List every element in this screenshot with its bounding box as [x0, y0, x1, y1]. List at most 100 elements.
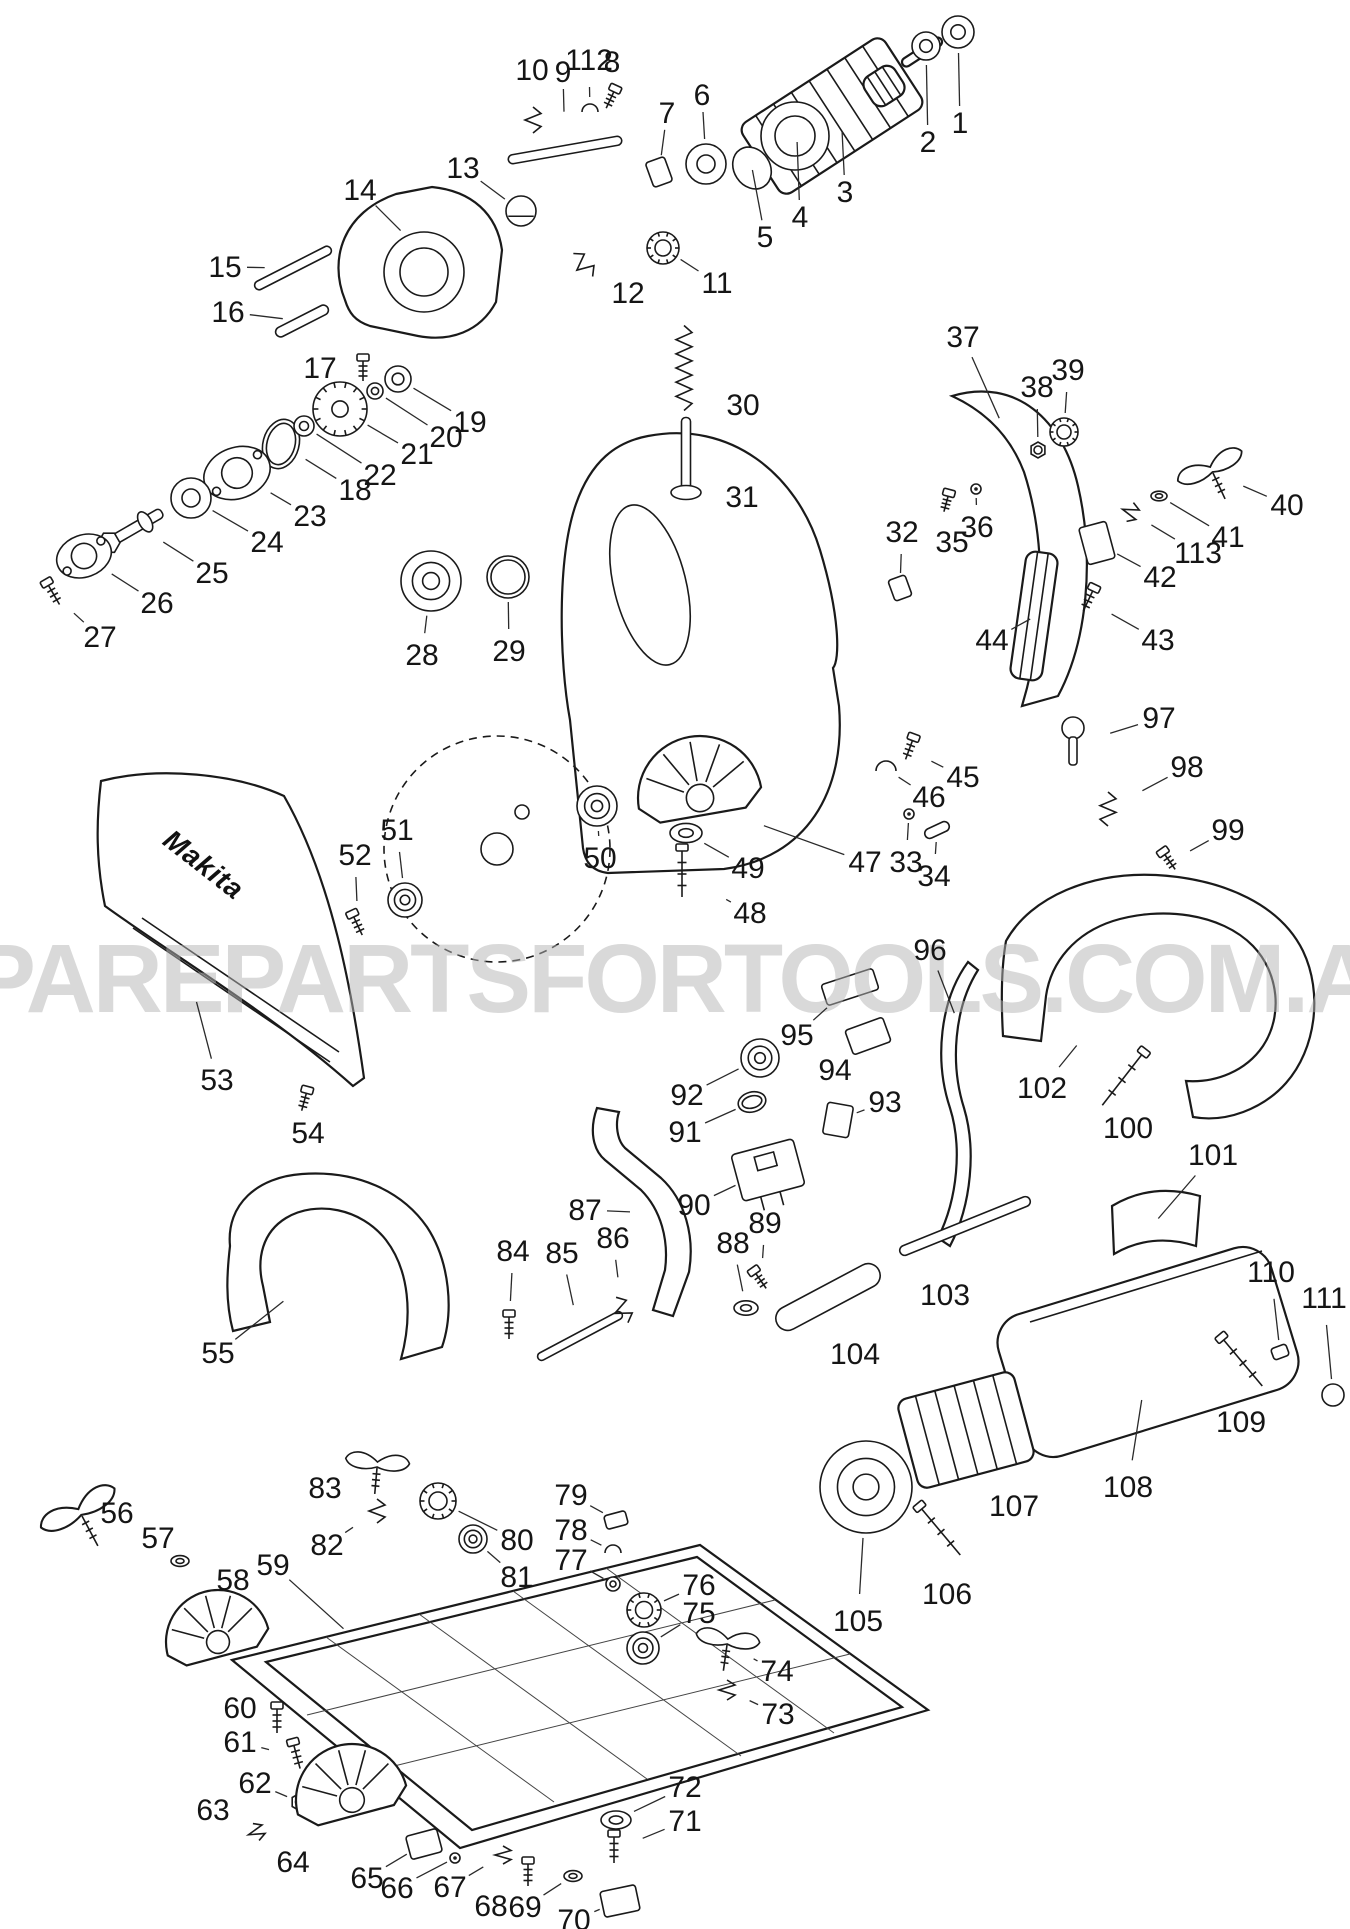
leader-line-69	[543, 1883, 562, 1896]
leader-line-78	[590, 1539, 602, 1546]
part-label-95: 95	[780, 1019, 813, 1052]
leader-line-44	[1010, 618, 1031, 630]
part-label-7: 7	[659, 97, 676, 130]
part-label-85: 85	[545, 1237, 578, 1270]
part-label-98: 98	[1170, 751, 1203, 784]
part-label-23: 23	[293, 500, 326, 533]
part-glyph-98-spring-icon	[1097, 791, 1119, 827]
part-glyph-106-screw-icon	[912, 1499, 961, 1556]
part-label-77: 77	[554, 1544, 587, 1577]
part-label-56: 56	[100, 1497, 133, 1530]
leader-line-85	[566, 1274, 574, 1306]
lock-off-bar-outline	[936, 960, 980, 1248]
part-glyph-68-screw-icon	[521, 1856, 535, 1886]
part-label-11: 11	[701, 267, 732, 300]
rear-handle-outline	[1000, 873, 1316, 1120]
part-label-25: 25	[195, 557, 228, 590]
leader-line-5	[751, 169, 763, 221]
part-glyph-22-ring-icon	[293, 415, 315, 437]
part-glyph-99-screw-icon	[1155, 845, 1177, 870]
leader-line-62	[275, 1791, 288, 1798]
leader-line-18	[305, 458, 337, 479]
part-label-89: 89	[748, 1207, 781, 1240]
part-glyph-2-ring-icon	[911, 31, 941, 61]
part-glyph-29-oring-icon	[486, 555, 530, 599]
part-label-53: 53	[200, 1064, 233, 1097]
part-label-47: 47	[848, 846, 881, 879]
base-grid-1-outline	[325, 1636, 555, 1803]
part-label-28: 28	[405, 639, 438, 672]
leader-line-84	[509, 1272, 513, 1302]
leader-line-32	[899, 553, 902, 574]
name-plate-outline	[1110, 1189, 1202, 1256]
part-label-26: 26	[140, 587, 173, 620]
leader-line-47	[763, 825, 845, 856]
part-glyph-109-screw-icon	[1214, 1330, 1263, 1387]
part-glyph-88-washer-icon	[733, 1300, 759, 1316]
part-glyph-79-rect-icon	[603, 1510, 629, 1530]
saw-blade-hole-outline	[480, 832, 514, 866]
part-glyph-11-knob-icon	[646, 231, 680, 265]
part-glyph-19-ring-icon	[384, 365, 412, 393]
part-glyph-13-cap-icon	[505, 195, 537, 227]
part-label-12: 12	[611, 277, 644, 310]
part-label-61: 61	[223, 1726, 256, 1759]
part-label-20: 20	[429, 421, 462, 454]
leader-line-81	[486, 1550, 501, 1564]
part-glyph-18-oring-icon	[261, 418, 301, 470]
leader-line-90	[713, 1184, 736, 1197]
part-glyph-31-pin-icon	[670, 416, 702, 501]
leader-line-19	[413, 387, 452, 412]
part-label-1: 1	[952, 107, 969, 140]
part-label-73: 73	[761, 1698, 794, 1731]
part-label-36: 36	[960, 511, 993, 544]
part-glyph-71-screw-icon	[607, 1829, 621, 1863]
part-label-6: 6	[694, 79, 711, 112]
part-glyph-92-ring2-icon	[740, 1038, 780, 1078]
part-glyph-75-ring2-icon	[626, 1631, 660, 1665]
part-label-100: 100	[1103, 1112, 1153, 1145]
part-label-62: 62	[238, 1767, 271, 1800]
leader-line-77	[589, 1570, 604, 1580]
part-glyph-67-spring-icon	[492, 1845, 514, 1865]
part-glyph-90-switch-icon	[730, 1138, 806, 1211]
part-label-110: 110	[1247, 1256, 1295, 1289]
part-glyph-74-wingbolt-icon	[695, 1627, 761, 1671]
part-label-54: 54	[291, 1117, 324, 1150]
part-glyph-7-rect-icon	[645, 156, 673, 188]
part-label-112: 112	[565, 44, 613, 77]
part-label-4: 4	[792, 201, 809, 234]
part-glyph-70-rect-icon	[599, 1884, 641, 1918]
part-label-3: 3	[837, 176, 854, 209]
leader-line-97	[1110, 723, 1139, 734]
part-label-57: 57	[141, 1522, 174, 1555]
part-label-10: 10	[515, 54, 548, 87]
part-label-90: 90	[677, 1189, 710, 1222]
part-glyph-105-ring2-icon	[819, 1440, 913, 1534]
part-labels: 1234567891011121314151617181920212223242…	[73, 44, 1347, 1929]
leader-line-86	[615, 1259, 619, 1278]
bearing-boss-outline	[731, 146, 773, 190]
leader-line-113	[1151, 524, 1176, 540]
part-label-40: 40	[1270, 489, 1303, 522]
leader-line-34	[934, 841, 937, 855]
part-label-48: 48	[733, 897, 766, 930]
part-label-8: 8	[604, 46, 621, 79]
part-label-66: 66	[380, 1872, 413, 1905]
part-label-52: 52	[338, 839, 371, 872]
leader-line-95	[812, 1007, 828, 1021]
part-glyph-107-cyl-icon	[897, 1371, 1035, 1489]
leader-line-52	[355, 876, 358, 902]
part-label-44: 44	[975, 624, 1008, 657]
leader-line-2	[925, 64, 929, 126]
part-label-81: 81	[500, 1561, 533, 1594]
part-glyph-46-clip-icon	[875, 760, 897, 772]
part-label-39: 39	[1051, 354, 1084, 387]
part-glyph-86-spring-icon	[612, 1296, 634, 1324]
part-label-92: 92	[670, 1079, 703, 1112]
part-label-82: 82	[310, 1529, 343, 1562]
leader-line-66	[416, 1861, 448, 1879]
leader-line-61	[261, 1746, 270, 1751]
part-glyph-93-rect-icon	[822, 1101, 854, 1139]
